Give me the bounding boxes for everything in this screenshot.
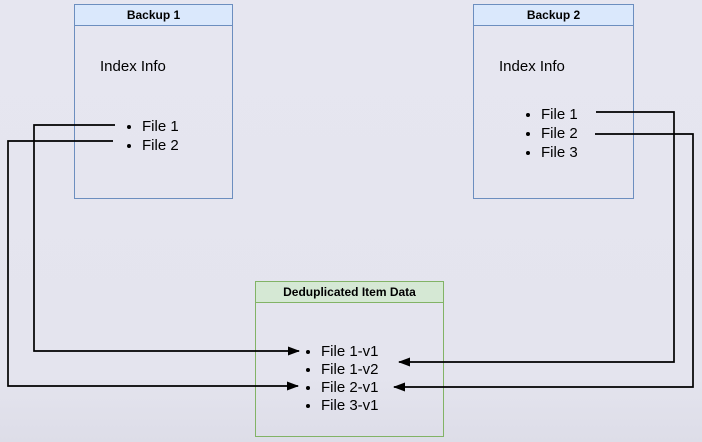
backup2-item-file-2: File 2 <box>541 124 633 143</box>
backup1-item-file-2: File 2 <box>142 136 232 155</box>
dedup-item-file-3-v1: File 3-v1 <box>321 397 443 415</box>
backup1-file-list: File 1 File 2 <box>75 117 232 155</box>
dedup-item-file-1-v1: File 1-v1 <box>321 343 443 361</box>
backup1-item-file-1: File 1 <box>142 117 232 136</box>
dedup-title: Deduplicated Item Data <box>255 281 444 303</box>
backup2-box: Backup 2 Index Info File 1 File 2 File 3 <box>473 4 634 199</box>
dedup-item-list: File 1-v1 File 1-v2 File 2-v1 File 3-v1 <box>256 343 443 415</box>
backup2-index-info-label: Index Info <box>499 58 565 75</box>
dedup-item-file-1-v2: File 1-v2 <box>321 361 443 379</box>
backup1-title: Backup 1 <box>74 4 233 26</box>
backup2-title: Backup 2 <box>473 4 634 26</box>
backup1-index-info-label: Index Info <box>100 58 166 75</box>
backup2-file-list: File 1 File 2 File 3 <box>474 105 633 162</box>
dedup-item-file-2-v1: File 2-v1 <box>321 379 443 397</box>
backup2-item-file-3: File 3 <box>541 143 633 162</box>
backup2-item-file-1: File 1 <box>541 105 633 124</box>
backup1-box: Backup 1 Index Info File 1 File 2 <box>74 4 233 199</box>
dedup-box: Deduplicated Item Data File 1-v1 File 1-… <box>255 281 444 437</box>
